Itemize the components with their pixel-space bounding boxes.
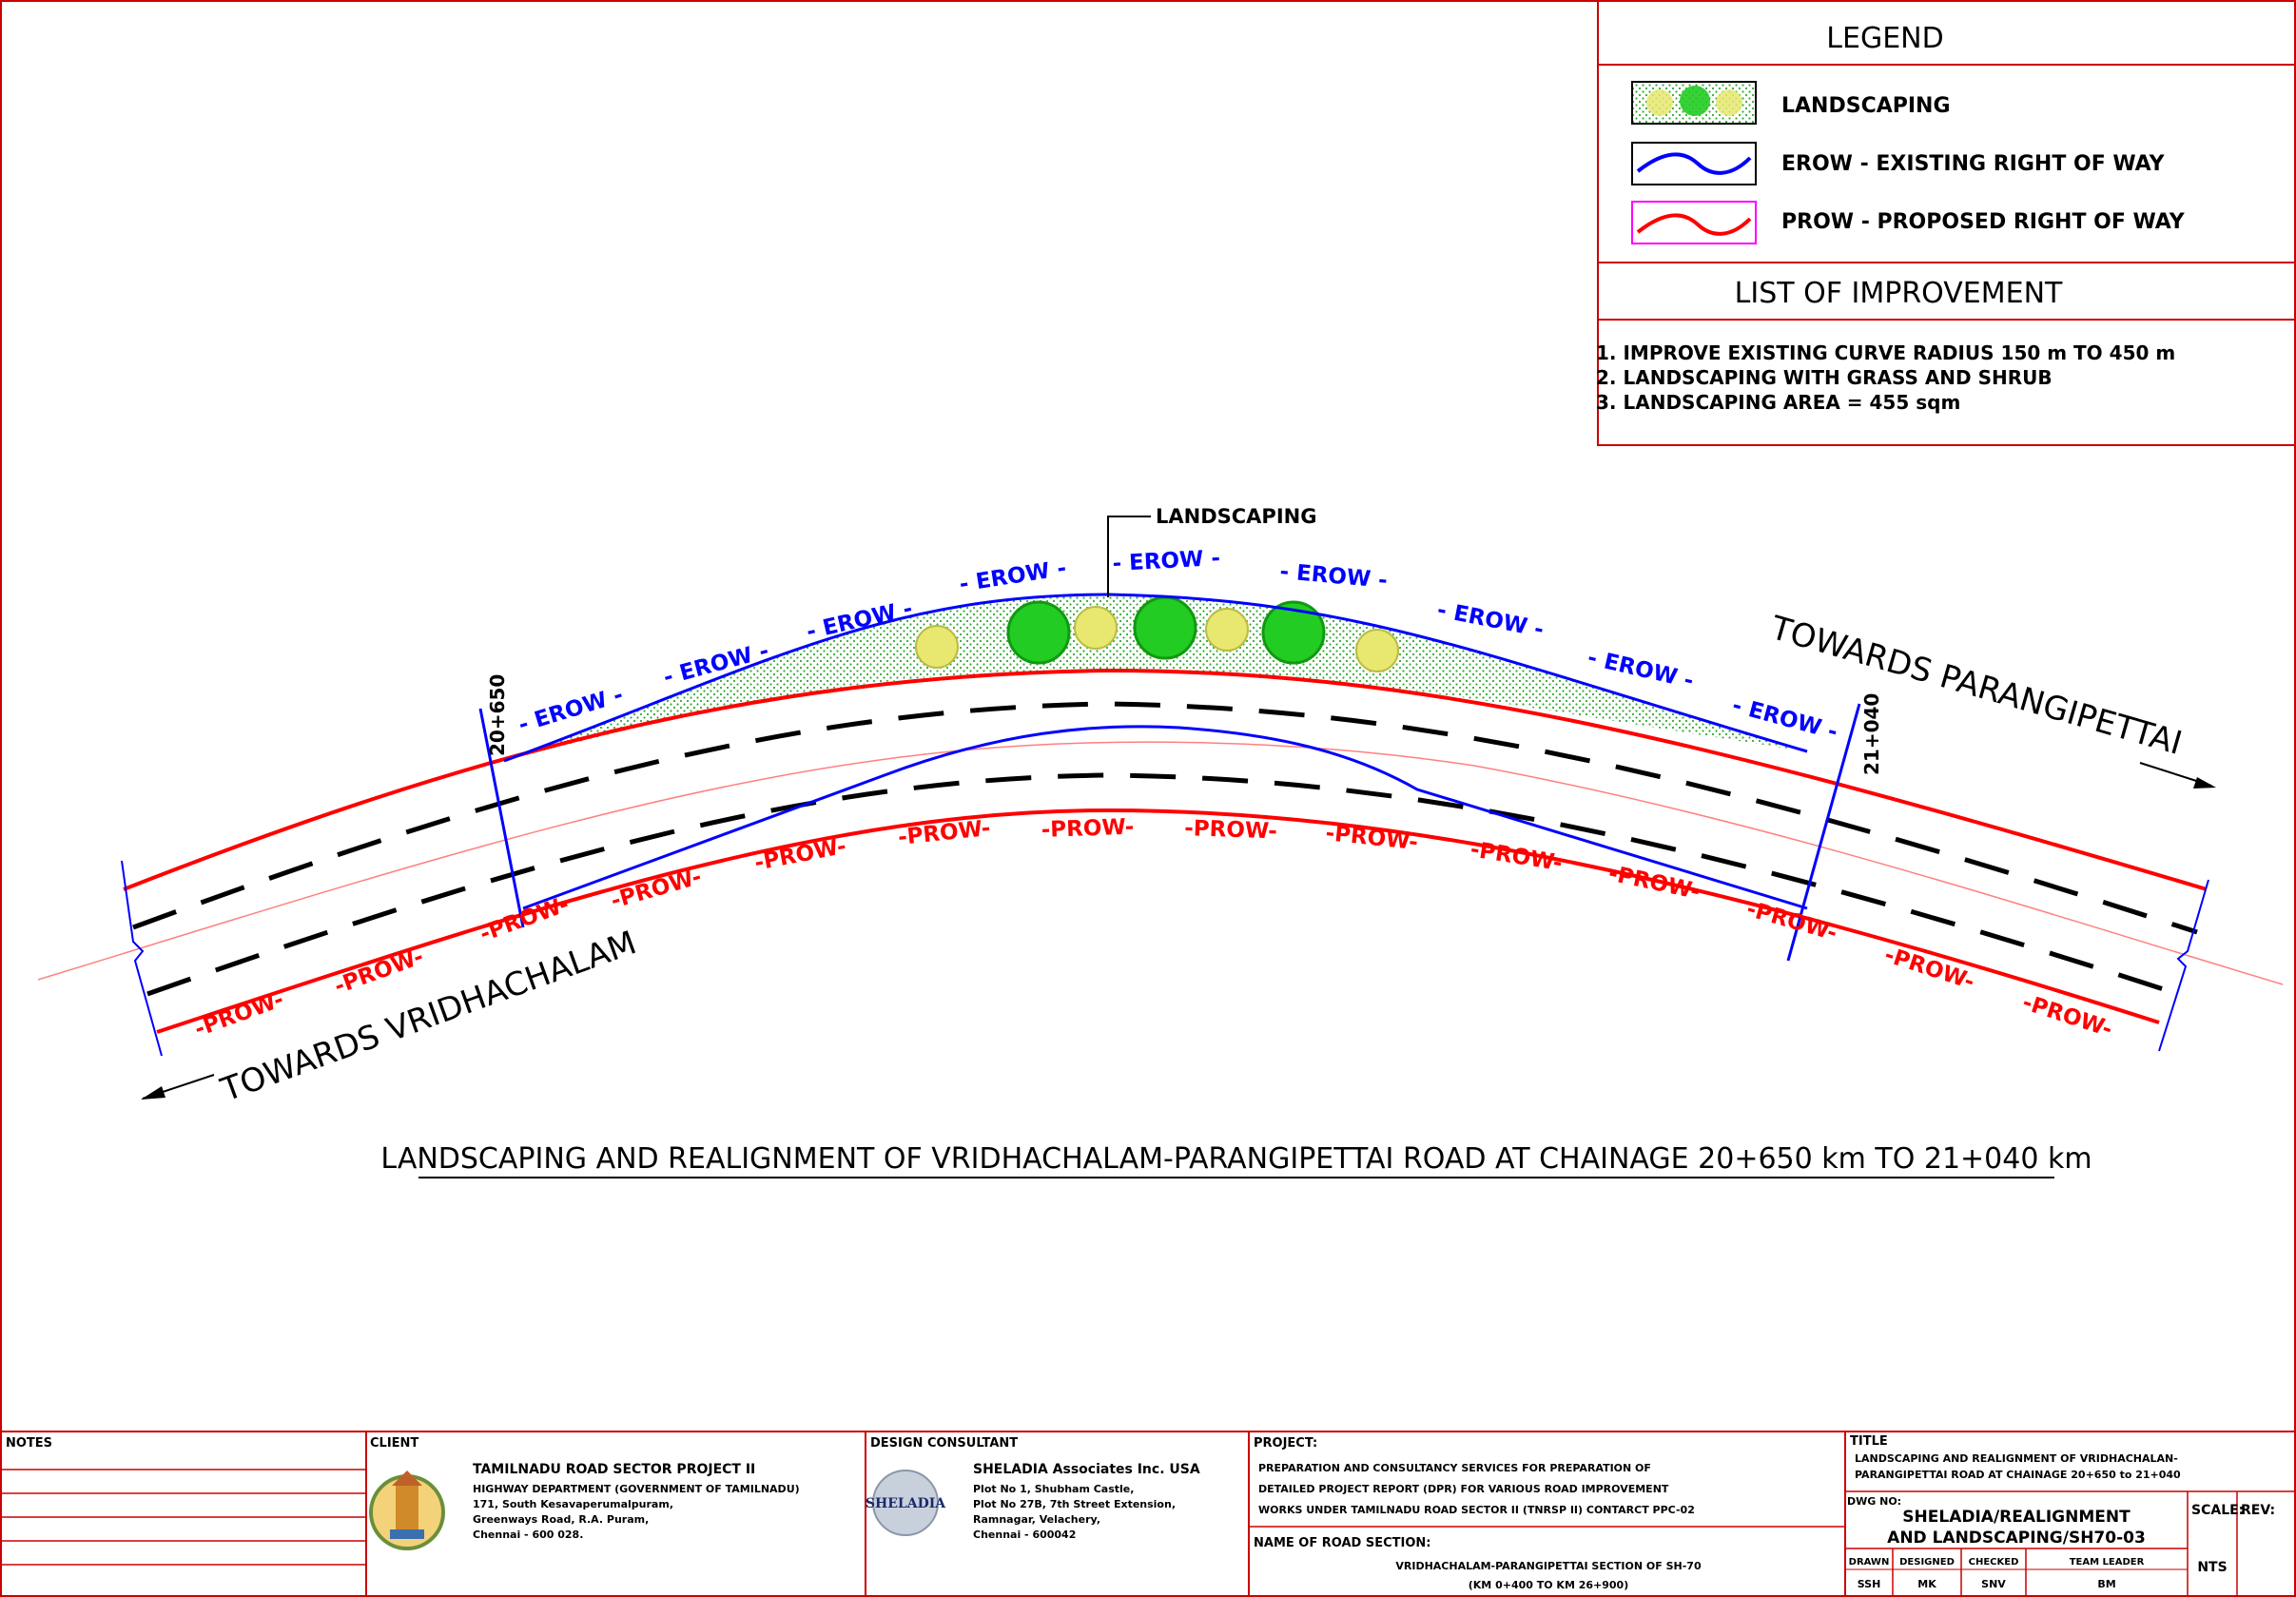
legend-item-prow: PROW - PROPOSED RIGHT OF WAY [1781, 210, 2186, 234]
towards-parangipettai: TOWARDS PARANGIPETTAI [1766, 609, 2216, 789]
prow-edge-top [123, 668, 2208, 891]
sign-header-drawn: DRAWN [1849, 1557, 1890, 1568]
break-mark-right [2158, 879, 2209, 1052]
landscaping-callout-label: LANDSCAPING [1156, 505, 1316, 528]
sheladia-logo: SHELADIA [866, 1470, 946, 1536]
prow-swatch [1631, 201, 1757, 244]
prow-label: -PROW- [2019, 990, 2115, 1042]
prow-label: -PROW- [1041, 815, 1134, 843]
landscaping-swatch [1631, 81, 1757, 125]
prow-label: -PROW- [1324, 821, 1419, 855]
road-section-line: (KM 0+400 TO KM 26+900) [1469, 1579, 1629, 1591]
consultant-line: Ramnagar, Velachery, [973, 1513, 1100, 1526]
road-plan: 20+650 21+040 - EROW - - EROW - - EROW -… [37, 505, 2284, 1110]
erow-label: - EROW - [1112, 546, 1221, 576]
improvement-item-2: 2. LANDSCAPING WITH GRASS AND SHRUB [1596, 366, 2053, 389]
prow-label: -PROW- [191, 987, 287, 1042]
sign-header-team-leader: TEAM LEADER [2070, 1557, 2145, 1568]
client-name: TAMILNADU ROAD SECTOR PROJECT II [473, 1462, 755, 1477]
road-section-line: VRIDHACHALAM-PARANGIPETTAI SECTION OF SH… [1395, 1560, 1702, 1572]
landscaping-callout: LANDSCAPING [1107, 505, 1316, 597]
break-mark-left [121, 860, 163, 1057]
sign-value-drawn: SSH [1858, 1578, 1881, 1590]
prow-label: -PROW- [1606, 861, 1703, 905]
prow-label: -PROW- [752, 834, 848, 876]
erow-bottom [522, 725, 1808, 910]
sign-header-checked: CHECKED [1969, 1557, 2019, 1568]
legend-item-landscaping: LANDSCAPING [1781, 94, 1951, 118]
prow-label: -PROW- [1184, 816, 1277, 844]
dwg-line: SHELADIA/REALIGNMENT [1902, 1508, 2131, 1527]
dwg-label: DWG NO: [1847, 1495, 1901, 1508]
project-label: PROJECT: [1254, 1436, 1317, 1451]
consultant-name: SHELADIA Associates Inc. USA [973, 1462, 1200, 1477]
title-block: NOTES CLIENT TAMILNADU ROAD SECTOR PROJE… [0, 1431, 2296, 1597]
towards-left-label: TOWARDS VRIDHACHALAM [215, 924, 641, 1110]
title-line: LANDSCAPING AND REALIGNMENT OF VRIDHACHA… [1855, 1452, 2178, 1465]
lane-line-2 [146, 772, 2179, 997]
client-line: HIGHWAY DEPARTMENT (GOVERNMENT OF TAMILN… [473, 1483, 800, 1495]
tamilnadu-emblem [369, 1470, 445, 1550]
legend-item-erow: EROW - EXISTING RIGHT OF WAY [1781, 152, 2166, 176]
prow-label: -PROW- [477, 892, 573, 947]
project-line: WORKS UNDER TAMILNADU ROAD SECTOR II (TN… [1258, 1504, 1695, 1516]
drawing-title: LANDSCAPING AND REALIGNMENT OF VRIDHACHA… [380, 1142, 2092, 1176]
title-label: TITLE [1850, 1434, 1888, 1449]
dwg-line: AND LANDSCAPING/SH70-03 [1887, 1529, 2146, 1548]
sign-value-team-leader: BM [2097, 1578, 2115, 1590]
prow-label: -PROW- [1881, 943, 1977, 995]
prow-label: -PROW- [331, 945, 427, 1000]
client-label: CLIENT [370, 1436, 418, 1451]
sheladia-logo-text: SHELADIA [866, 1496, 946, 1511]
lane-line-1 [132, 701, 2198, 935]
rev-label: REV: [2241, 1503, 2275, 1518]
sign-value-designed: MK [1917, 1578, 1936, 1590]
chainage-end-label: 21+040 [1860, 693, 1883, 775]
road-section-label: NAME OF ROAD SECTION: [1254, 1536, 1430, 1550]
client-line: Greenways Road, R.A. Puram, [473, 1513, 649, 1526]
legend-box: LEGEND LANDSCAPING EROW - EXISTING RIGHT… [1596, 0, 2296, 446]
notes-label: NOTES [6, 1436, 52, 1451]
project-line: DETAILED PROJECT REPORT (DPR) FOR VARIOU… [1258, 1483, 1669, 1495]
erow-label: - EROW - [1278, 559, 1388, 594]
chainage-line-start [478, 708, 525, 928]
consultant-line: Chennai - 600042 [973, 1529, 1076, 1541]
project-line: PREPARATION AND CONSULTANCY SERVICES FOR… [1258, 1462, 1651, 1474]
prow-edge-bottom [156, 808, 2160, 1034]
erow-label: - EROW - [1435, 597, 1546, 642]
prow-label: -PROW- [1469, 837, 1564, 876]
chainage-line-end [1786, 703, 1861, 962]
improvement-item-1: 1. IMPROVE EXISTING CURVE RADIUS 150 m T… [1596, 341, 2175, 364]
client-line: Chennai - 600 028. [473, 1529, 583, 1541]
consultant-label: DESIGN CONSULTANT [870, 1436, 1018, 1451]
scale-value: NTS [2197, 1560, 2227, 1575]
title-line: PARANGIPETTAI ROAD AT CHAINAGE 20+650 to… [1855, 1469, 2181, 1481]
road-centerline [37, 741, 2284, 985]
improvement-item-3: 3. LANDSCAPING AREA = 455 sqm [1596, 391, 1960, 414]
sign-value-checked: SNV [1981, 1578, 2006, 1590]
client-line: 171, South Kesavaperumalpuram, [473, 1498, 673, 1510]
improvement-title: LIST OF IMPROVEMENT [1735, 277, 2063, 310]
prow-label: -PROW- [897, 816, 992, 850]
erow-label: - EROW - [1586, 646, 1696, 694]
landscaping-shrubs [915, 595, 1399, 672]
sign-header-designed: DESIGNED [1899, 1557, 1955, 1568]
legend-title: LEGEND [1826, 22, 1943, 55]
consultant-line: Plot No 27B, 7th Street Extension, [973, 1498, 1176, 1510]
scale-label: SCALE: [2191, 1503, 2244, 1518]
consultant-line: Plot No 1, Shubham Castle, [973, 1483, 1134, 1495]
chainage-start-label: 20+650 [486, 674, 509, 756]
erow-label: - EROW - [958, 555, 1068, 596]
erow-swatch [1631, 142, 1757, 185]
